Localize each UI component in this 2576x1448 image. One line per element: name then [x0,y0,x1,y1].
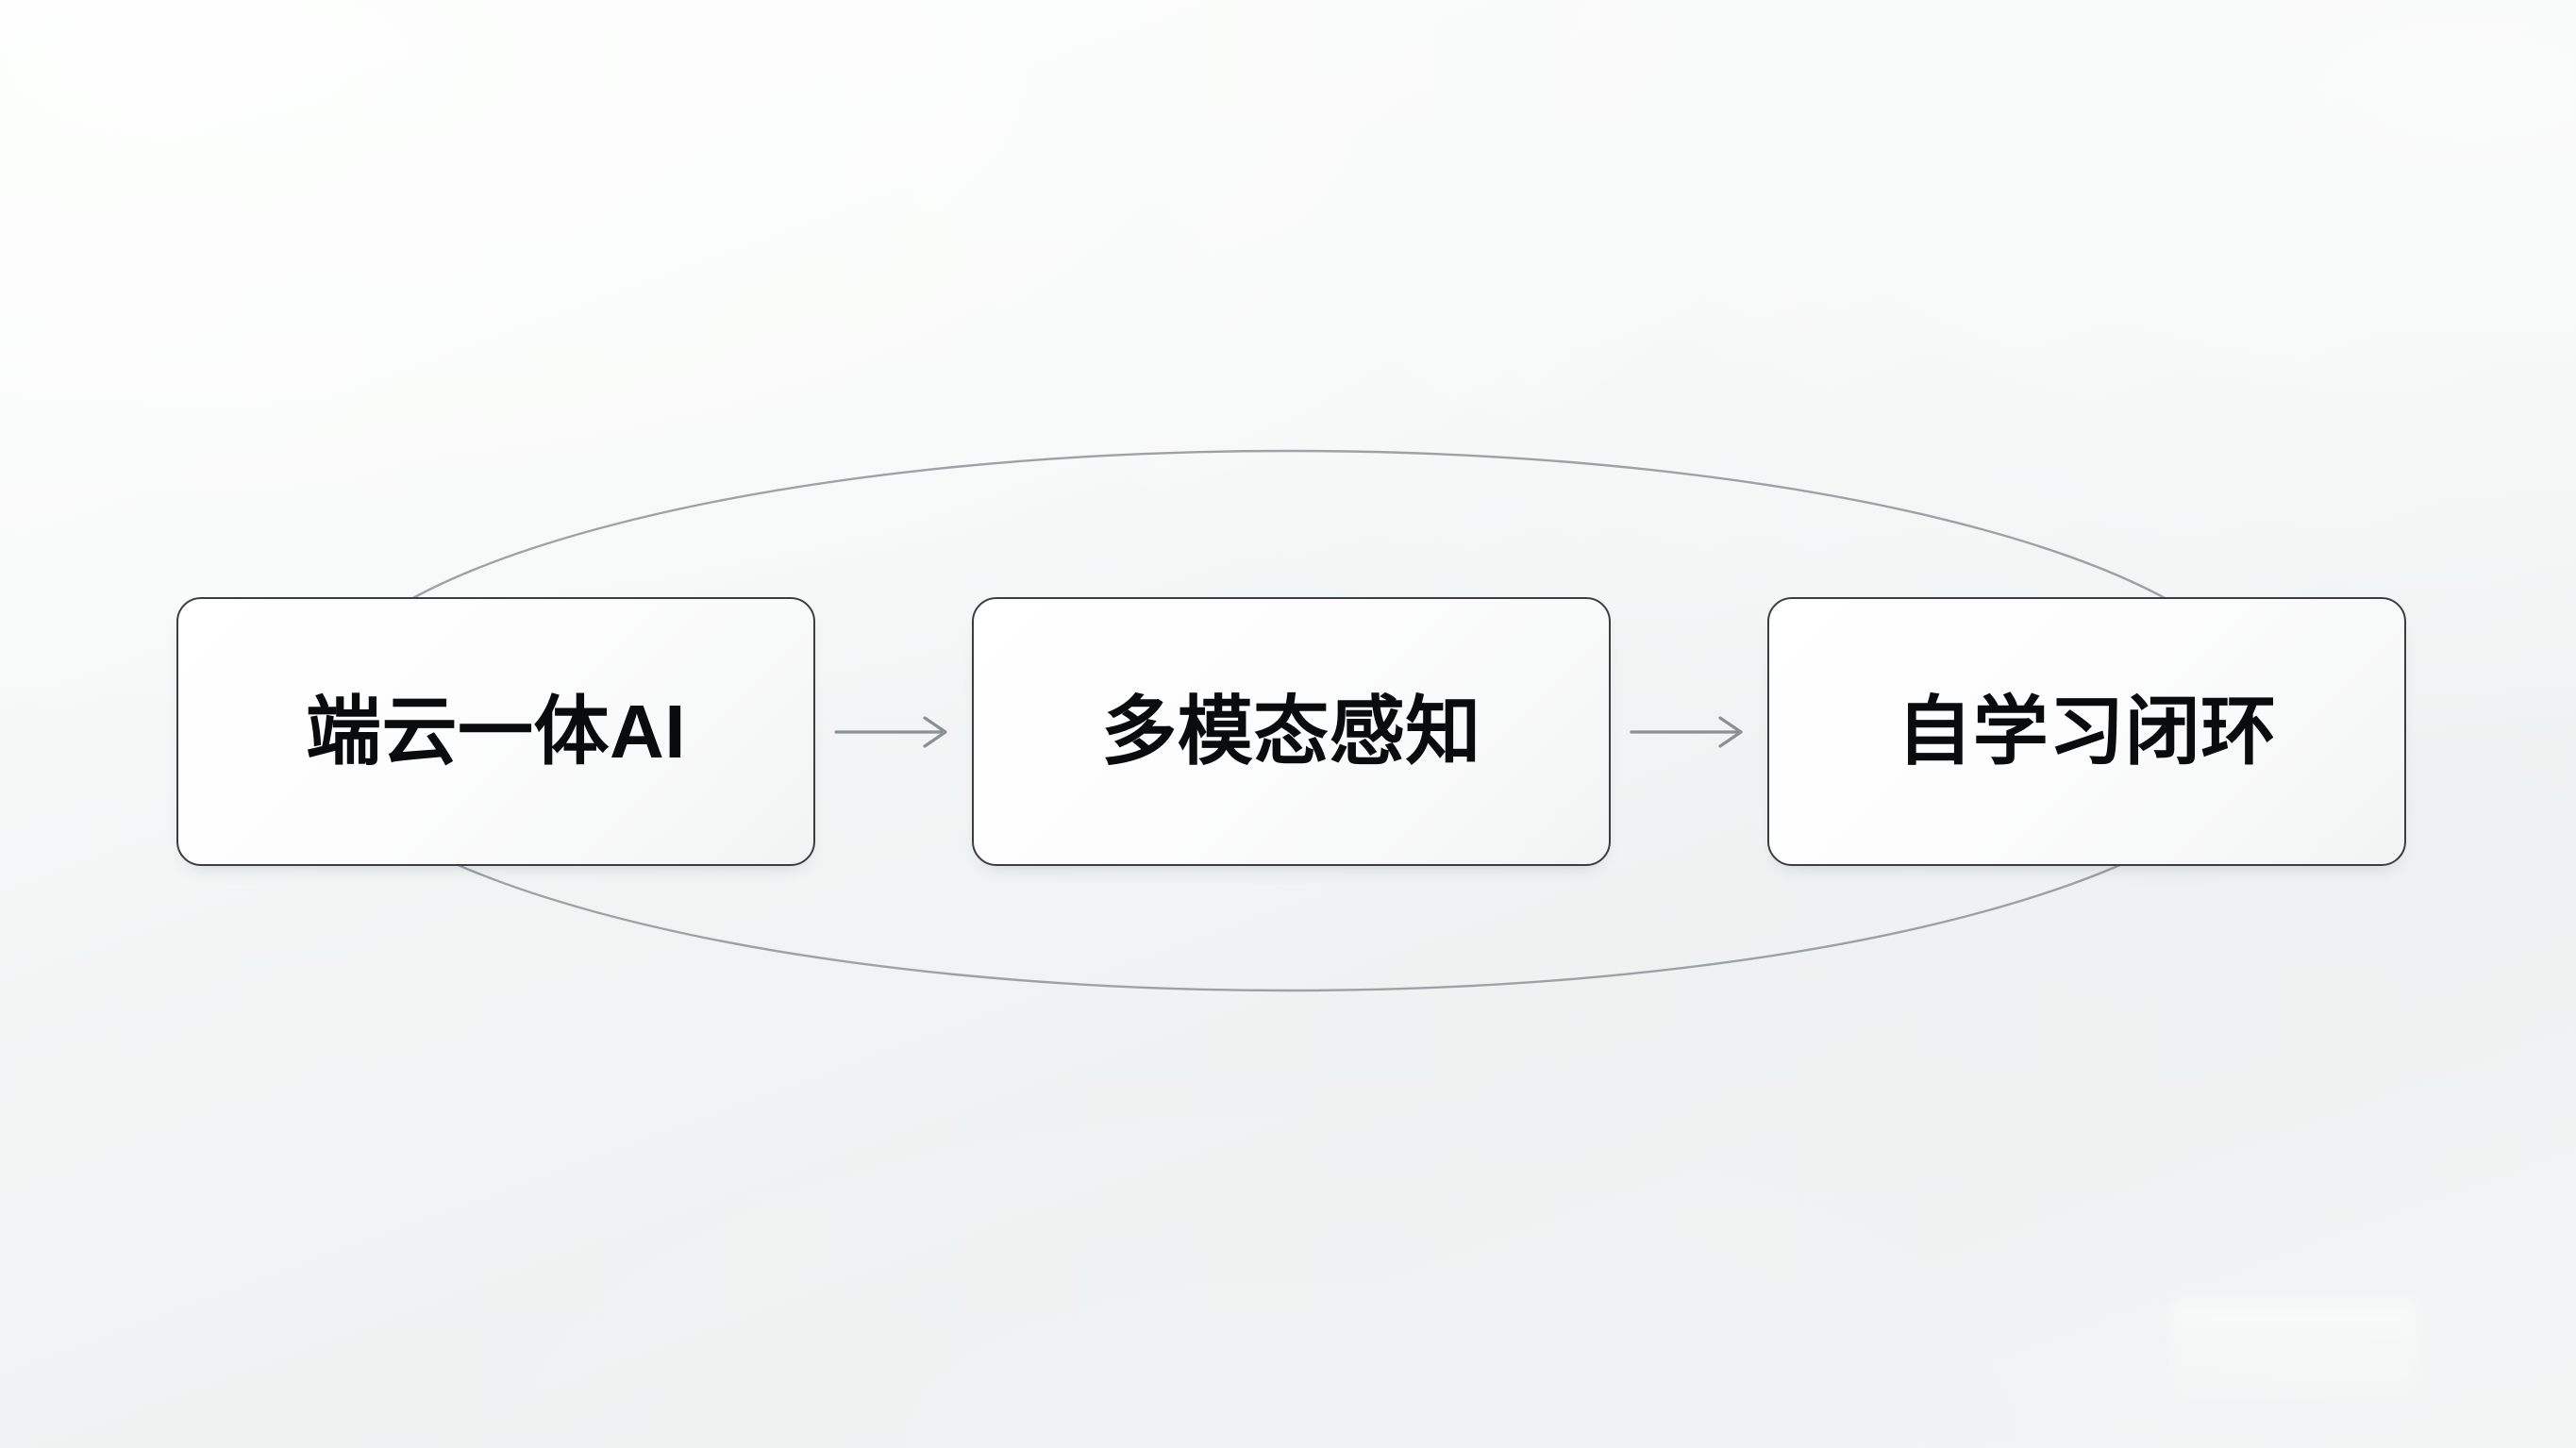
flow-node-card-3[interactable]: 自学习闭环 [1767,597,2406,866]
flow-node-card-2[interactable]: 多模态感知 [972,597,1611,866]
flow-node-card-1[interactable]: 端云一体AI [176,597,815,866]
flow-node-label-1: 端云一体AI [306,689,686,774]
background-highlight-patch [2168,1298,2421,1404]
flow-node-label-3: 自学习闭环 [1897,689,2277,774]
flow-row: 端云一体AI 多模态感知 自学习闭环 [176,597,2406,866]
arrow-right-icon [1611,704,1767,760]
flow-node-label-2: 多模态感知 [1101,689,1481,774]
arrow-right-icon [815,704,972,760]
